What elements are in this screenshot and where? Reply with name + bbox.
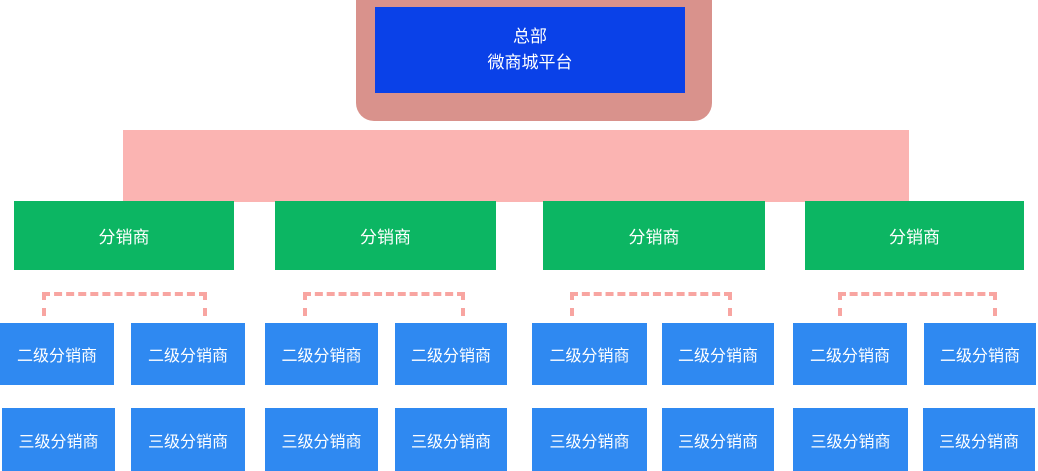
- level2-distributor-node: 二级分销商: [793, 323, 907, 385]
- level3-distributor-node: 三级分销商: [662, 408, 774, 471]
- distributor-node: 分销商: [14, 201, 234, 270]
- distributor-node: 分销商: [543, 201, 765, 270]
- level3-distributor-node: 三级分销商: [793, 408, 908, 471]
- dashed-group-connector: [303, 292, 465, 316]
- level3-distributor-node: 三级分销商: [923, 408, 1035, 471]
- headquarters-subtitle: 微商城平台: [487, 53, 573, 73]
- level3-distributor-node: 三级分销商: [2, 408, 115, 471]
- level3-distributor-node: 三级分销商: [265, 408, 378, 471]
- level2-distributor-node: 二级分销商: [131, 323, 245, 385]
- level2-distributor-node: 二级分销商: [0, 323, 114, 385]
- dashed-group-connector: [42, 292, 207, 316]
- level2-distributor-node: 二级分销商: [265, 323, 378, 385]
- distributor-node: 分销商: [805, 201, 1024, 270]
- level2-distributor-node: 二级分销商: [662, 323, 774, 385]
- level3-distributor-node: 三级分销商: [131, 408, 245, 471]
- headquarters-node: 总部 微商城平台: [375, 7, 685, 93]
- level3-distributor-node: 三级分销商: [532, 408, 647, 471]
- level2-distributor-node: 二级分销商: [924, 323, 1036, 385]
- level2-distributor-node: 二级分销商: [395, 323, 507, 385]
- headquarters-title: 总部: [513, 27, 547, 47]
- connector-bar: [123, 130, 909, 202]
- level2-distributor-node: 二级分销商: [532, 323, 647, 385]
- dashed-group-connector: [838, 292, 997, 316]
- level3-distributor-node: 三级分销商: [395, 408, 507, 471]
- distributor-node: 分销商: [275, 201, 496, 270]
- dashed-group-connector: [570, 292, 732, 316]
